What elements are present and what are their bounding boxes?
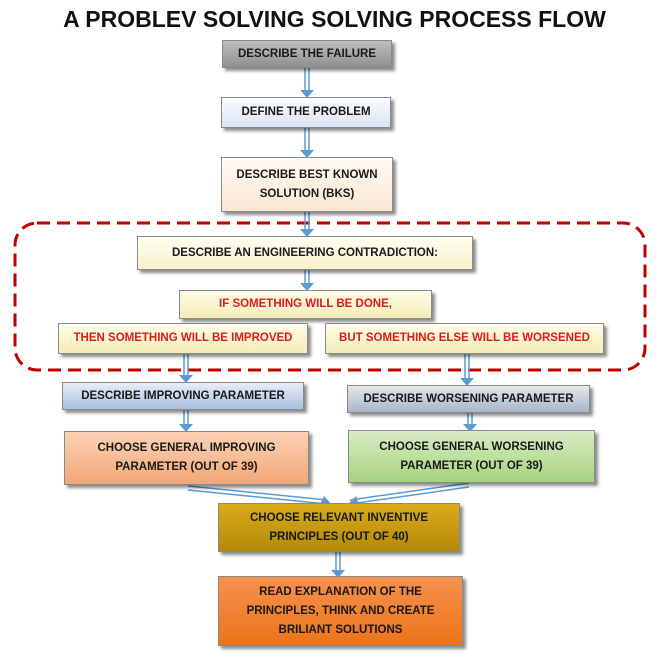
describe-worsening-box: DESCRIBE WORSENING PARAMETER — [347, 385, 590, 413]
arrow-choose-improving-to-principles — [187, 485, 328, 505]
choose-worsening-box: CHOOSE GENERAL WORSENING PARAMETER (OUT … — [348, 430, 595, 483]
if-something-done-box: IF SOMETHING WILL BE DONE, — [179, 290, 432, 319]
arrow-choose-worsening-to-principles — [349, 482, 470, 505]
then-improved-box: THEN SOMETHING WILL BE IMPROVED — [58, 323, 308, 354]
describe-bks-box: DESCRIBE BEST KNOWN SOLUTION (BKS) — [221, 157, 393, 212]
describe-contradiction-box: DESCRIBE AN ENGINEERING CONTRADICTION: — [137, 236, 473, 270]
describe-failure-box: DESCRIBE THE FAILURE — [222, 40, 392, 68]
arrow-bks-to-contradiction — [304, 212, 310, 230]
define-problem-box: DEFINE THE PROBLEM — [221, 97, 391, 128]
arrow-failure-to-define — [304, 68, 310, 90]
arrow-then-to-improving — [183, 354, 189, 375]
describe-improving-box: DESCRIBE IMPROVING PARAMETER — [62, 382, 304, 410]
arrow-but-to-worsening — [464, 354, 470, 378]
but-worsened-box: BUT SOMETHING ELSE WILL BE WORSENED — [325, 323, 604, 354]
arrow-define-to-bks — [304, 128, 310, 150]
arrow-contradiction-to-if — [304, 270, 310, 284]
choose-principles-box: CHOOSE RELEVANT INVENTIVE PRINCIPLES (OU… — [218, 503, 460, 552]
arrow-principles-to-read — [335, 552, 341, 570]
arrow-worsening-to-choose — [467, 413, 473, 424]
arrow-improving-to-choose — [183, 410, 189, 425]
choose-improving-box: CHOOSE GENERAL IMPROVING PARAMETER (OUT … — [64, 431, 309, 485]
page-title: A PROBLEV SOLVING SOLVING PROCESS FLOW — [63, 6, 606, 32]
read-explanation-box: READ EXPLANATION OF THE PRINCIPLES, THIN… — [218, 576, 463, 646]
